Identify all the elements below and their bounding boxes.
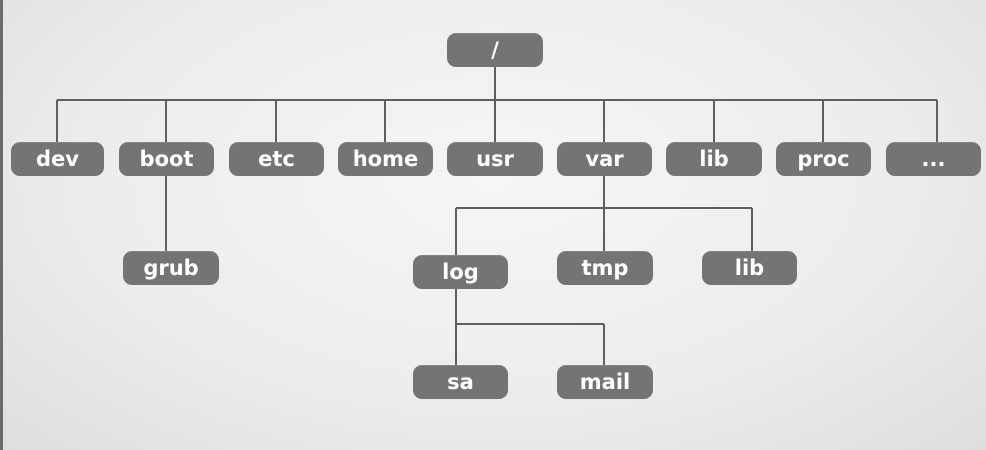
- node-tmp: tmp: [557, 251, 653, 285]
- node-etc: etc: [229, 142, 324, 176]
- node-proc: proc: [776, 142, 871, 176]
- node-root: /: [447, 33, 543, 67]
- node-lib: lib: [666, 142, 762, 176]
- node-var-lib: lib: [702, 251, 797, 285]
- node-usr: usr: [447, 142, 543, 176]
- slide-left-edge: [0, 0, 3, 450]
- node-boot: boot: [119, 142, 214, 176]
- node-more: ...: [886, 142, 981, 176]
- node-var: var: [557, 142, 652, 176]
- node-mail: mail: [557, 365, 653, 399]
- node-home: home: [338, 142, 433, 176]
- node-dev: dev: [11, 142, 104, 176]
- node-log: log: [413, 255, 508, 289]
- node-grub: grub: [123, 251, 219, 285]
- node-sa: sa: [413, 365, 508, 399]
